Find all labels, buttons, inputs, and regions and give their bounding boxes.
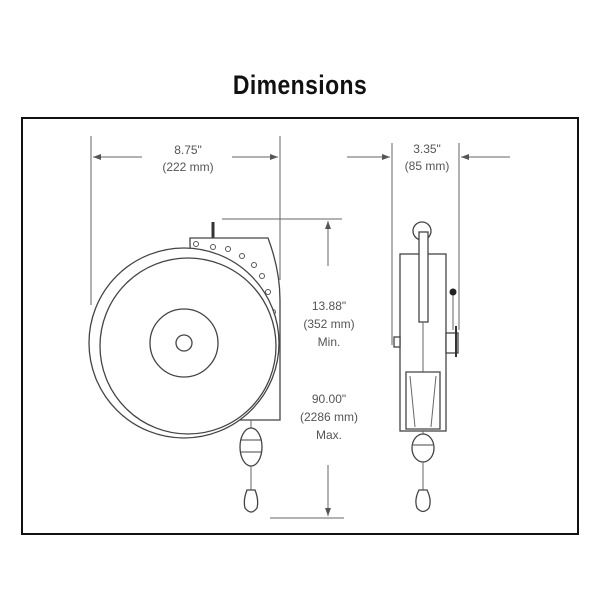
side-width-inches: 8.75" — [174, 143, 202, 157]
page-title: Dimensions — [232, 70, 368, 100]
height-dimension: 13.88" (352 mm) Min. 90.00" (2286 mm) Ma… — [222, 218, 358, 519]
height-min-inches: 13.88" — [312, 299, 346, 313]
side-width-dimension: 8.75" (222 mm) — [90, 136, 281, 305]
balancer-side-view — [88, 222, 281, 513]
height-min-mm: (352 mm) — [303, 317, 354, 331]
height-max-inches: 90.00" — [312, 392, 346, 406]
side-width-mm: (222 mm) — [162, 160, 213, 174]
height-max-mm: (2286 mm) — [300, 410, 358, 424]
diagram-frame — [21, 117, 579, 535]
height-max-qualifier: Max. — [316, 428, 342, 442]
front-width-inches: 3.35" — [413, 142, 441, 156]
front-width-mm: (85 mm) — [405, 159, 450, 173]
height-min-qualifier: Min. — [318, 335, 341, 349]
balancer-front-view — [393, 221, 459, 513]
front-width-dimension: 3.35" (85 mm) — [347, 142, 510, 345]
